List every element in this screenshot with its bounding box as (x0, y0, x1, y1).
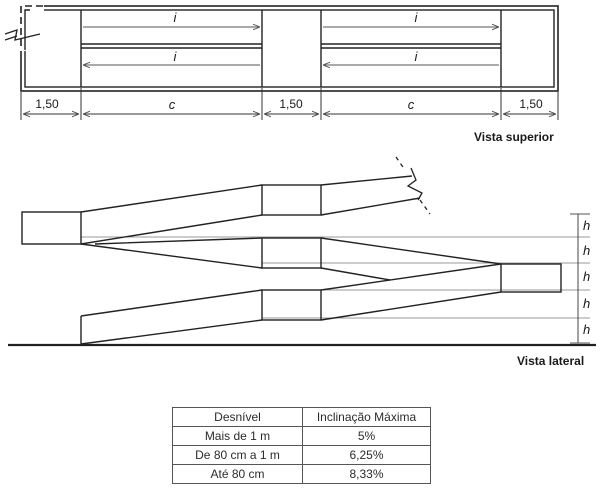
top-view-title: Vista superior (474, 130, 554, 144)
break-inner (24, 9, 30, 50)
height-label-2: h (583, 243, 590, 258)
ramp-top-right (320, 175, 421, 216)
height-dimension (570, 213, 590, 344)
table-header-row: Desnível Inclinação Máxima (172, 407, 431, 427)
top-view (4, 1, 559, 92)
break-zigzag-icon (4, 29, 41, 41)
break-mask (8, 1, 44, 51)
height-label-1: h (583, 218, 590, 233)
ramp-level2-right (320, 263, 502, 321)
table-cell: 8,33% (302, 464, 431, 484)
run-label-1: i (174, 10, 178, 25)
height-label-4: h (583, 296, 590, 311)
table-row: Até 80 cm 8,33% (172, 464, 431, 484)
ramp-level2-left (80, 289, 263, 345)
landing-right (500, 263, 562, 293)
dimension-line (20, 88, 559, 120)
table-cell: 5% (302, 426, 431, 446)
height-label-5: h (583, 322, 590, 337)
break-dash-side-1 (395, 156, 406, 171)
side-view-title: Vista lateral (517, 354, 584, 368)
landing-mid-top (261, 184, 322, 216)
ramp-level3-left (80, 237, 263, 269)
run-label-3: i (174, 49, 178, 64)
break-outer-dash (20, 5, 44, 46)
landing-mid-2 (261, 237, 322, 269)
dim-ramp-1: c (169, 97, 176, 112)
side-view (8, 156, 596, 347)
table-cell: Até 80 cm (172, 464, 303, 484)
slope-table: Desnível Inclinação Máxima Mais de 1 m 5… (172, 407, 431, 484)
run-label-4: i (415, 49, 419, 64)
run-arrows (83, 27, 499, 65)
height-label-3: h (583, 269, 590, 284)
ramp-level3-right (320, 237, 502, 281)
break-dash-side-2 (419, 199, 431, 215)
table-row: De 80 cm a 1 m 6,25% (172, 445, 431, 465)
ramp-top-left (80, 184, 263, 245)
landing-mid-3 (261, 289, 322, 321)
run-label-2: i (415, 10, 419, 25)
table-cell: De 80 cm a 1 m (172, 445, 303, 465)
table-row: Mais de 1 m 5% (172, 426, 431, 446)
dim-landing-2: 1,50 (279, 97, 303, 111)
table-cell: Mais de 1 m (172, 426, 303, 446)
landing-left (21, 211, 82, 245)
level-lines (81, 236, 590, 319)
dim-landing-1: 1,50 (35, 97, 59, 111)
table-cell: 6,25% (302, 445, 431, 465)
dim-ramp-2: c (408, 97, 415, 112)
dim-landing-3: 1,50 (519, 97, 543, 111)
break-zigzag-icon-2 (4, 35, 18, 41)
table-header-cell: Desnível (172, 407, 303, 427)
break-zigzag-icon-side (406, 167, 423, 201)
table-header-cell: Inclinação Máxima (302, 407, 431, 427)
